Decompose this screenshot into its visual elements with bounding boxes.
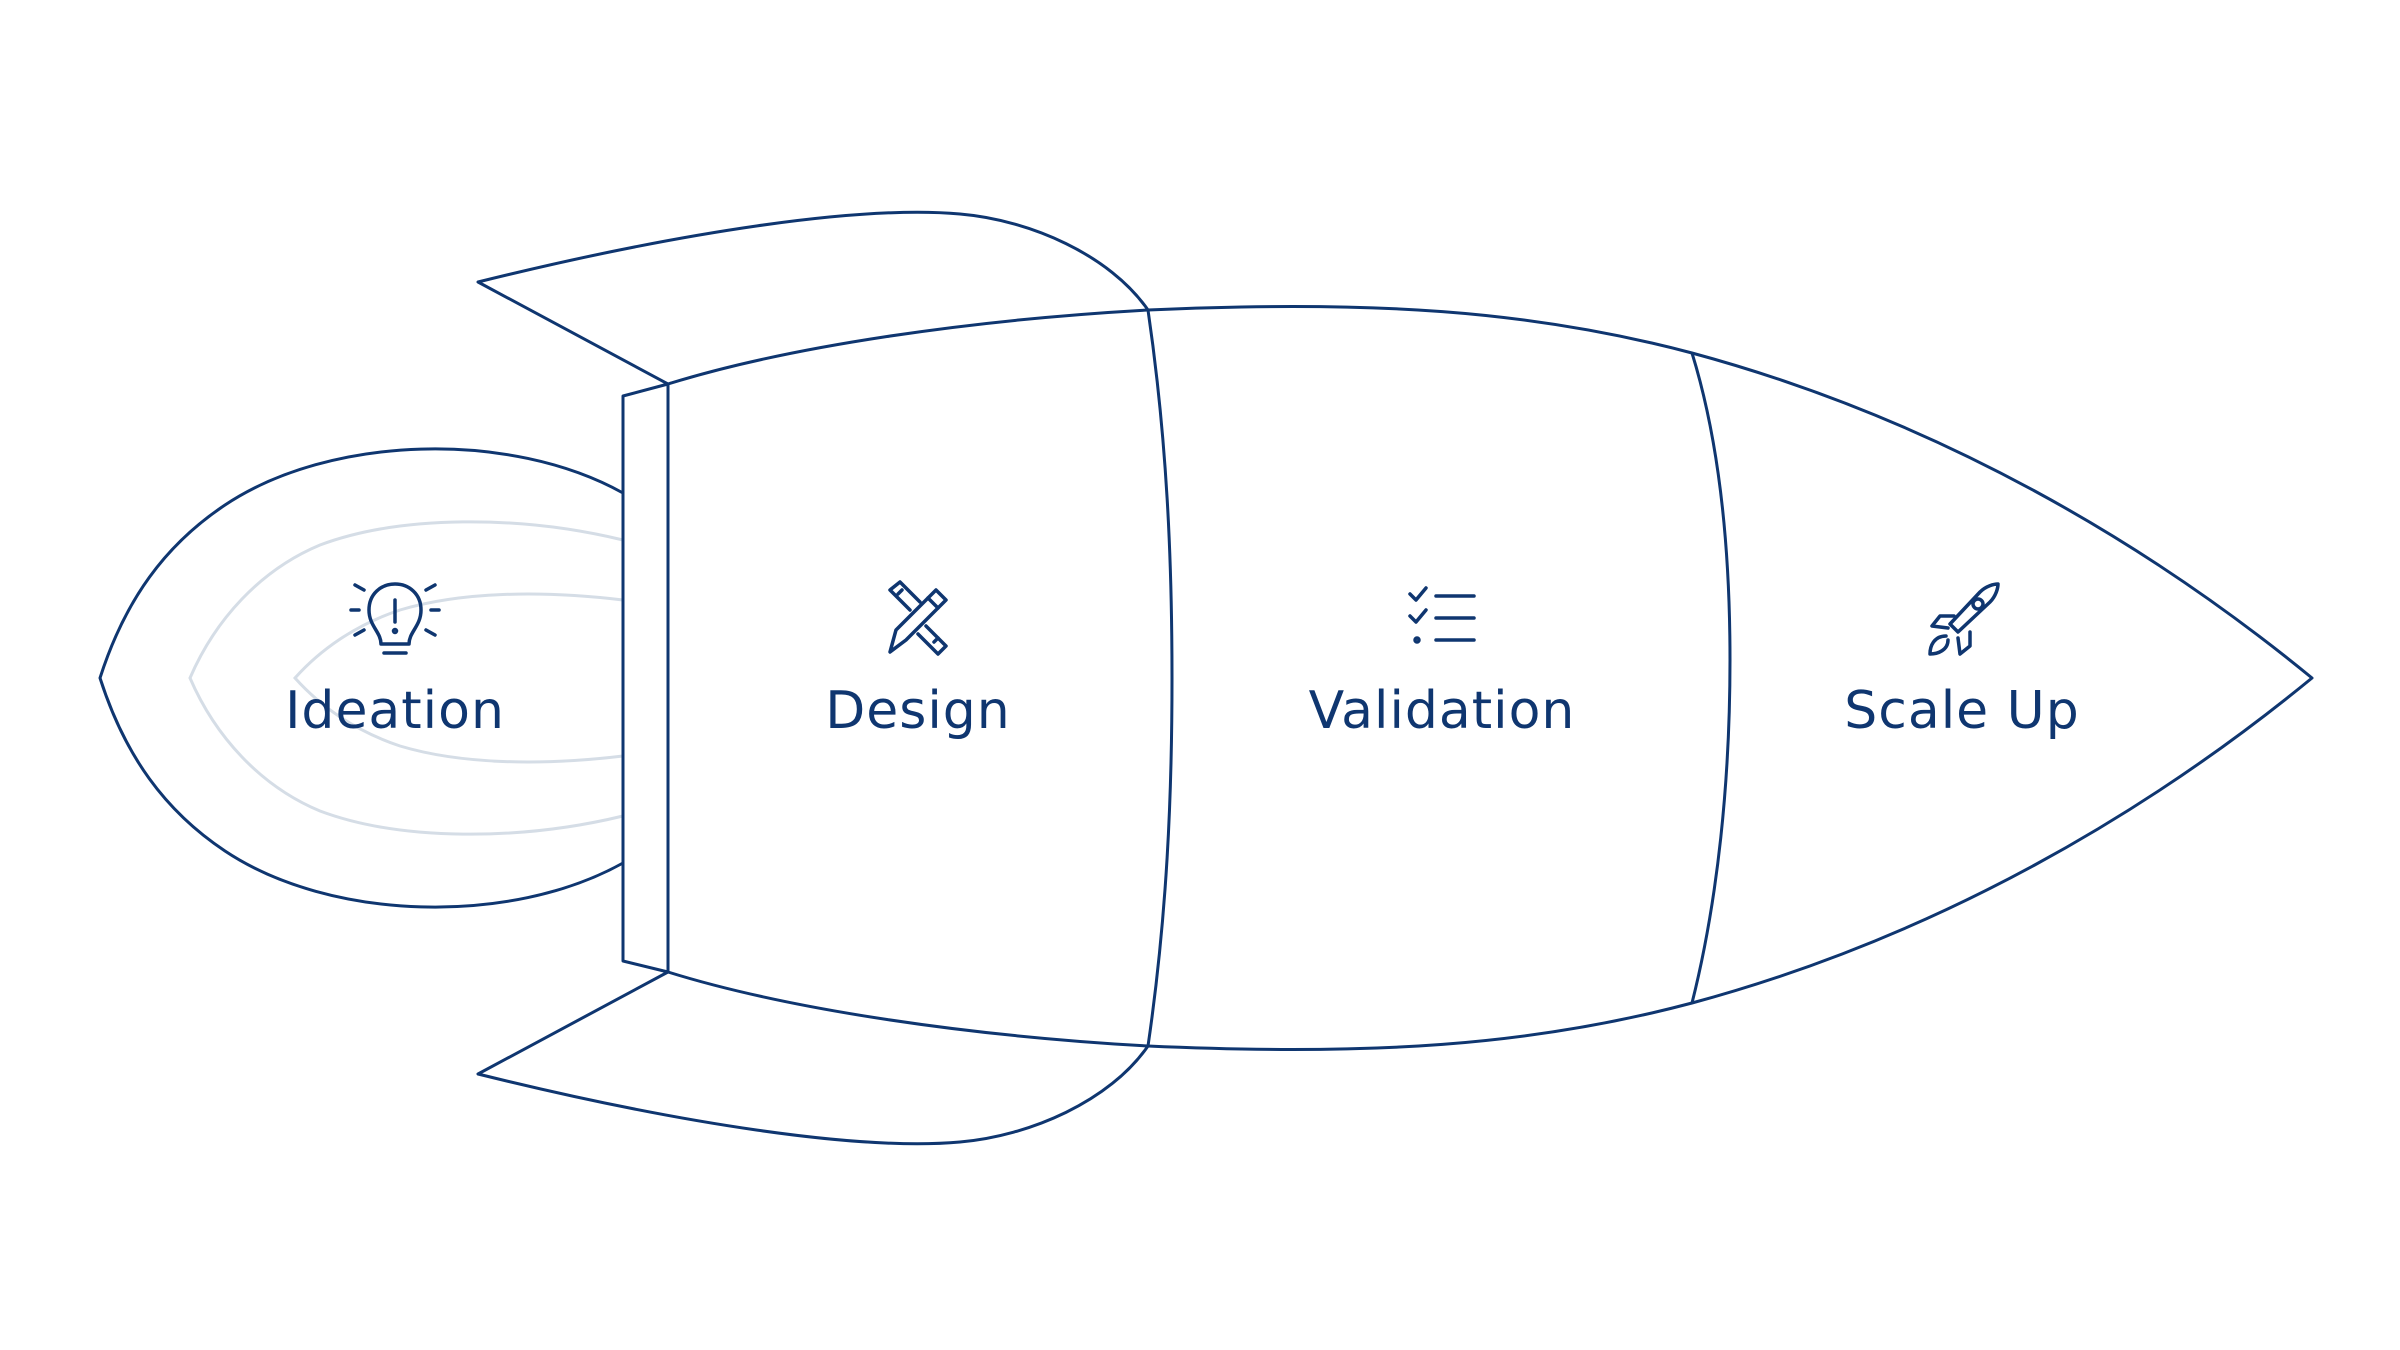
rocket-fins [476, 210, 1150, 1146]
rocket-body [667, 304, 2314, 1052]
nozzle-plate [621, 382, 670, 974]
stage-label-ideation: Ideation [285, 681, 505, 741]
stage-scale-up: Scale Up [1844, 582, 2080, 741]
stage-ideation: Ideation [285, 582, 505, 741]
pencil-ruler-icon [888, 580, 948, 656]
rocket-flame [98, 447, 624, 909]
rocket-nozzle [621, 382, 670, 974]
fin-bottom [476, 970, 1150, 1146]
stage-validation: Validation [1309, 586, 1576, 741]
body-divider-1 [1146, 309, 1174, 1047]
stage-label-scale-up: Scale Up [1844, 681, 2080, 741]
flame-inner [292, 592, 624, 764]
fin-top [476, 210, 1150, 386]
flame-outer [98, 447, 624, 909]
body-divider-2 [1690, 352, 1732, 1004]
stage-label-validation: Validation [1309, 681, 1576, 741]
body-outline [667, 304, 2314, 1052]
rocket-icon [1928, 582, 2000, 656]
stage-label-design: Design [825, 681, 1011, 741]
checklist-icon [1408, 586, 1476, 644]
stage-design: Design [825, 580, 1011, 741]
flame-middle [188, 520, 624, 836]
lightbulb-icon [349, 582, 441, 655]
